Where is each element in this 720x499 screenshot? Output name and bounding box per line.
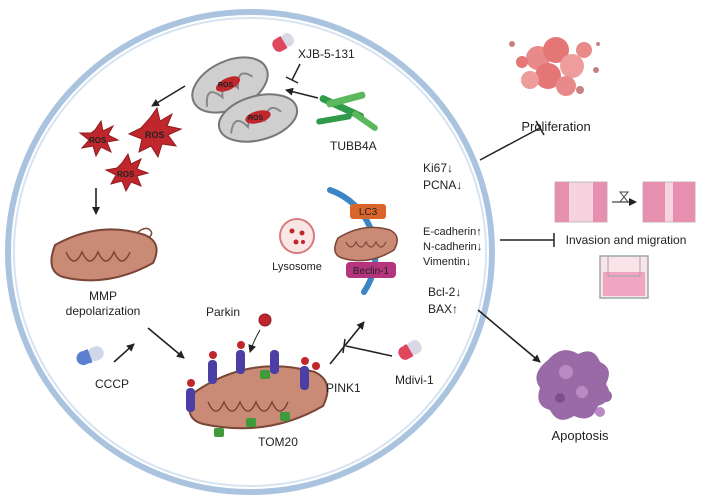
mmp-to-mitophagy-arrow xyxy=(147,327,185,359)
pink1-label: PINK1 xyxy=(326,381,361,395)
cell-membrane-inner xyxy=(13,17,487,487)
proliferation-cells-icon xyxy=(509,37,600,96)
tubb4a-microtubule-icon xyxy=(316,91,378,131)
damaged-mitochondrion-2 xyxy=(217,93,299,143)
proliferation-inhibition-line xyxy=(479,127,541,161)
wound-healing-icon xyxy=(554,181,696,223)
xjb-pill-icon xyxy=(272,33,294,52)
engulfed-mitochondrion xyxy=(334,226,398,262)
tom20-proteins xyxy=(214,370,290,437)
ecad-label: E-cadherin↑ xyxy=(423,226,482,238)
mdivi-pill-icon xyxy=(398,340,422,360)
mito-to-ros-arrow xyxy=(151,85,186,107)
mmp-label-line2: depolarization xyxy=(66,304,141,318)
beclin-label: Beclin-1 xyxy=(353,266,390,277)
xjb-inhibition-line xyxy=(291,63,301,81)
invasion-label: Invasion and migration xyxy=(566,233,687,247)
tubb4a-label: TUBB4A xyxy=(330,139,377,153)
apoptosis-label: Apoptosis xyxy=(551,428,609,443)
proliferation-inhibition-bar xyxy=(535,120,545,136)
beclin-badge xyxy=(346,262,396,278)
apoptosis-cell-icon xyxy=(536,350,612,420)
ki67-label: Ki67↓ xyxy=(423,161,453,175)
mdivi-label: Mdivi-1 xyxy=(395,373,434,387)
apoptosis-arrow xyxy=(477,309,541,363)
lc3-label: LC3 xyxy=(359,207,378,218)
parkin-label: Parkin xyxy=(206,305,240,319)
transwell-icon xyxy=(599,255,649,299)
cccp-arrow xyxy=(113,343,135,363)
ros-star-label-3: ROS xyxy=(117,170,135,179)
mdivi-inhibition-line xyxy=(345,345,393,357)
vim-label: Vimentin↓ xyxy=(423,256,471,268)
tom20-label: TOM20 xyxy=(258,435,298,449)
proliferation-label: Proliferation xyxy=(521,119,590,134)
ros-star-label-2: ROS xyxy=(145,130,165,140)
bax-label: BAX↑ xyxy=(428,302,458,316)
ros-star-label-1: ROS xyxy=(89,136,107,145)
mitophagy-to-autophagosome-arrow xyxy=(329,321,365,365)
mitophagy-mitochondrion xyxy=(188,365,329,430)
ros-star-3 xyxy=(104,152,150,193)
ncad-label: N-cadherin↓ xyxy=(423,241,482,253)
lysosome-label: Lysosome xyxy=(272,261,322,273)
depolarized-mitochondrion xyxy=(50,227,158,282)
ros-star-1 xyxy=(78,119,120,158)
cccp-label: CCCP xyxy=(95,377,129,391)
cccp-pill-icon xyxy=(76,346,104,366)
lysosome-icon xyxy=(279,218,315,254)
pcna-label: PCNA↓ xyxy=(423,178,462,192)
cell-membrane xyxy=(5,9,495,495)
xjb-inhibition-bar xyxy=(285,76,299,84)
parkin-on-mito xyxy=(187,341,320,387)
lc3-badge xyxy=(350,204,386,219)
mmp-label-line1: MMP xyxy=(89,289,117,303)
parkin-icon xyxy=(258,313,272,327)
parkin-recruit-arrow xyxy=(248,329,261,353)
pink1-proteins xyxy=(186,350,309,412)
xjb-label: XJB-5-131 xyxy=(298,47,355,61)
ros-in-mito-1: ROS xyxy=(218,82,234,89)
ros-in-mito-2: ROS xyxy=(248,115,264,122)
tubb4a-to-mito-arrow xyxy=(285,87,319,99)
ros-star-2 xyxy=(127,106,183,159)
bcl2-label: Bcl-2↓ xyxy=(428,285,461,299)
